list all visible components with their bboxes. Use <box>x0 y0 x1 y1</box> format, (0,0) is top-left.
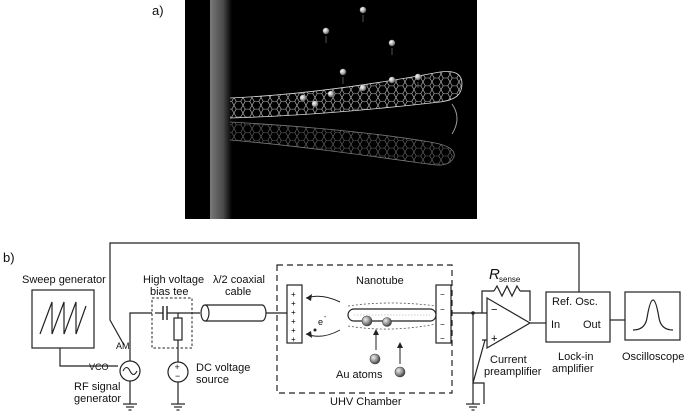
electron-dot <box>313 328 317 332</box>
au-atoms-label: Au atoms <box>336 369 383 381</box>
oscilloscope <box>624 291 681 341</box>
dc-plus-sign: + <box>175 362 180 372</box>
svg-text:−: − <box>440 290 445 299</box>
am-label: AM <box>116 341 130 351</box>
sawtooth-icon <box>39 301 87 335</box>
sweep-generator-label: Sweep generator <box>22 274 106 286</box>
svg-text:+: + <box>291 335 296 344</box>
uhv-chamber-label: UHV Chamber <box>330 396 402 408</box>
bias-tee-label-2: bias tee <box>150 286 189 298</box>
lockin-in-label: In <box>551 319 560 331</box>
gold-atoms <box>299 6 422 108</box>
gold-atom <box>327 90 335 98</box>
svg-text:−: − <box>440 305 445 314</box>
bias-tee <box>151 297 193 349</box>
preamp-label-2: preamplifier <box>484 366 542 378</box>
gold-atom <box>322 27 330 43</box>
au-atom-icons <box>361 315 406 378</box>
svg-text:+: + <box>291 308 296 317</box>
oscilloscope-label: Oscilloscope <box>622 351 684 363</box>
svg-text:−: − <box>440 334 445 343</box>
sweep-generator <box>31 289 95 349</box>
opamp-minus: − <box>491 304 497 316</box>
sweep-to-vco-wire <box>59 348 118 367</box>
panel-a-label: a) <box>152 3 164 18</box>
gold-atom <box>311 100 319 108</box>
ground-icon <box>466 403 480 411</box>
gold-atom <box>388 39 396 55</box>
lockin-label-2: amplifier <box>552 363 594 375</box>
r-sense-symbol: R <box>489 266 500 283</box>
dc-source-label-2: source <box>196 374 229 386</box>
lockin-label-1: Lock-in <box>558 351 593 363</box>
sine-icon <box>122 366 138 376</box>
opamp-plus: + <box>491 333 497 345</box>
svg-text:+: + <box>291 299 296 308</box>
current-preamplifier <box>486 296 532 350</box>
r-sense-subscript: sense <box>499 275 521 284</box>
rf-to-biastee-wire <box>129 312 155 361</box>
electron-charge: - <box>324 314 327 321</box>
rf-generator-label-1: RF signal <box>74 381 120 393</box>
lockin-out-label: Out <box>583 319 601 331</box>
preamp-ground-wire <box>472 313 485 404</box>
nanotube-device <box>347 302 437 330</box>
preamp-label-1: Current <box>490 354 527 366</box>
positive-electrode <box>286 284 303 344</box>
coaxial-cable <box>200 304 267 322</box>
dc-minus-sign: − <box>175 371 180 381</box>
resistor-icon <box>173 317 183 341</box>
svg-text:+: + <box>291 326 296 335</box>
lockin-ref-label: Ref. Osc. <box>552 296 598 308</box>
gold-atom <box>388 76 396 84</box>
gold-atom <box>299 94 307 102</box>
panel-b-label: b) <box>3 250 15 265</box>
panel-b: b) Sweep generator VCO AM RF signal gene… <box>3 242 684 411</box>
coax-label-1: λ/2 coaxial <box>213 274 265 286</box>
panel-a: a) <box>152 0 477 219</box>
svg-text:+: + <box>291 290 296 299</box>
nanotube-label: Nanotube <box>356 275 404 287</box>
coax-label-2: cable <box>225 286 251 298</box>
vibration-arc <box>451 103 458 135</box>
gold-atom <box>359 84 367 92</box>
gold-atom <box>414 73 422 88</box>
negative-electrode <box>435 284 452 344</box>
positive-charges: + + + + + + <box>291 290 296 344</box>
gold-atom <box>359 6 367 22</box>
reference-feedback-wire <box>109 242 580 346</box>
dc-source-label-1: DC voltage <box>196 362 250 374</box>
resonance-peak-icon <box>632 299 674 331</box>
negative-charges: − − − − <box>440 290 445 343</box>
gold-atom <box>339 68 347 84</box>
vco-label: VCO <box>89 362 109 372</box>
lock-in-amplifier <box>545 291 611 343</box>
bias-tee-label-1: High voltage <box>143 274 204 286</box>
electrode-wall <box>210 0 232 219</box>
ground-icon <box>171 403 185 411</box>
svg-text:+: + <box>291 317 296 326</box>
svg-text:−: − <box>440 320 445 329</box>
r-sense-resistor <box>493 284 521 298</box>
rf-generator-label-2: generator <box>74 393 121 405</box>
ground-icon <box>123 403 137 411</box>
electron-label: e <box>318 317 323 327</box>
uhv-chamber <box>276 264 453 394</box>
